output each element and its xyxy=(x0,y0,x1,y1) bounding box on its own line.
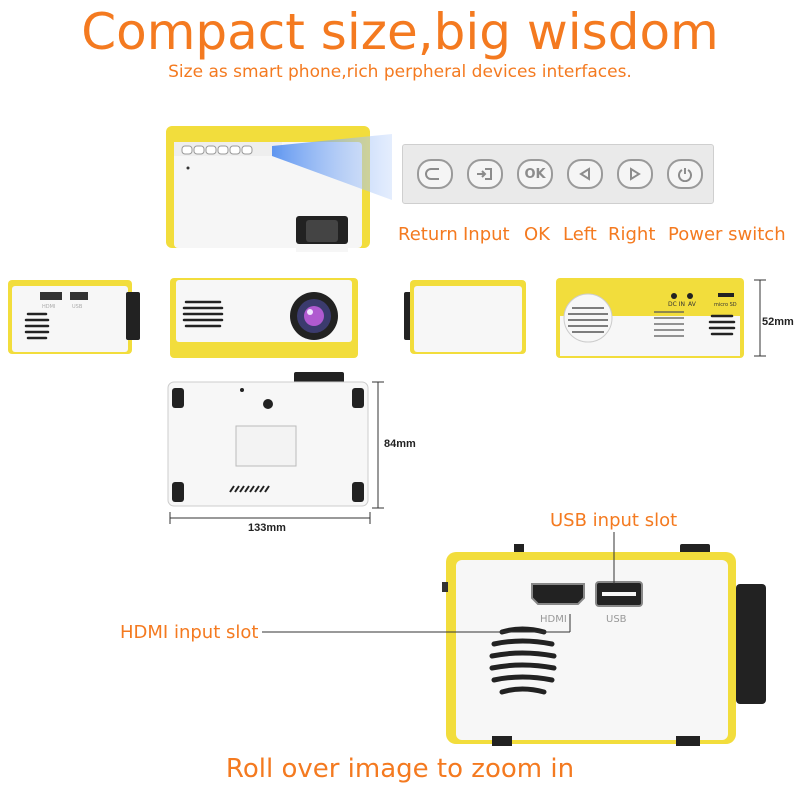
hdmi-port-label: HDMI xyxy=(540,614,567,625)
control-button-panel: OK xyxy=(402,144,714,204)
usb-input-callout: USB input slot xyxy=(550,510,678,531)
small-hdmi-label: HDMI xyxy=(42,304,55,310)
projector-ports-closeup: HDMI USB xyxy=(442,544,766,746)
height-dimension-line xyxy=(754,279,766,357)
zoom-hint[interactable]: Roll over image to zoom in xyxy=(225,754,575,784)
label-ok: OK xyxy=(524,224,550,245)
depth-dimension-line xyxy=(372,381,384,509)
label-right: Right xyxy=(608,224,656,245)
dc-in-label: DC IN xyxy=(668,301,685,308)
input-button-icon xyxy=(467,159,503,189)
width-dimension: 133mm xyxy=(248,522,286,534)
ok-button-icon: OK xyxy=(517,159,553,189)
projector-front-view xyxy=(170,278,358,358)
right-button-icon xyxy=(617,159,653,189)
label-return: Return xyxy=(398,224,458,245)
power-button-icon xyxy=(667,159,703,189)
projector-rear-view: DC IN AV micro SD xyxy=(556,278,744,358)
label-power-switch: Power switch xyxy=(668,224,786,245)
small-usb-label: USB xyxy=(72,304,83,310)
depth-dimension: 84mm xyxy=(384,438,416,450)
headline: Compact size,big wisdom xyxy=(81,3,719,61)
projector-top-view xyxy=(166,126,392,252)
subheadline: Size as smart phone,rich perpheral devic… xyxy=(168,62,632,82)
usb-port-label: USB xyxy=(606,614,627,625)
left-button-icon xyxy=(567,159,603,189)
av-label: AV xyxy=(688,301,697,308)
width-dimension-line xyxy=(169,512,371,524)
label-left: Left xyxy=(563,224,597,245)
height-dimension: 52mm xyxy=(762,316,794,328)
label-input: Input xyxy=(463,224,510,245)
projector-bottom-view xyxy=(167,372,369,507)
projector-side-view-plain xyxy=(404,280,526,354)
return-button-icon xyxy=(417,159,453,189)
micro-sd-label: micro SD xyxy=(714,302,737,308)
projector-side-view-ports: HDMI USB xyxy=(8,280,140,354)
hdmi-input-callout: HDMI input slot xyxy=(120,622,259,643)
